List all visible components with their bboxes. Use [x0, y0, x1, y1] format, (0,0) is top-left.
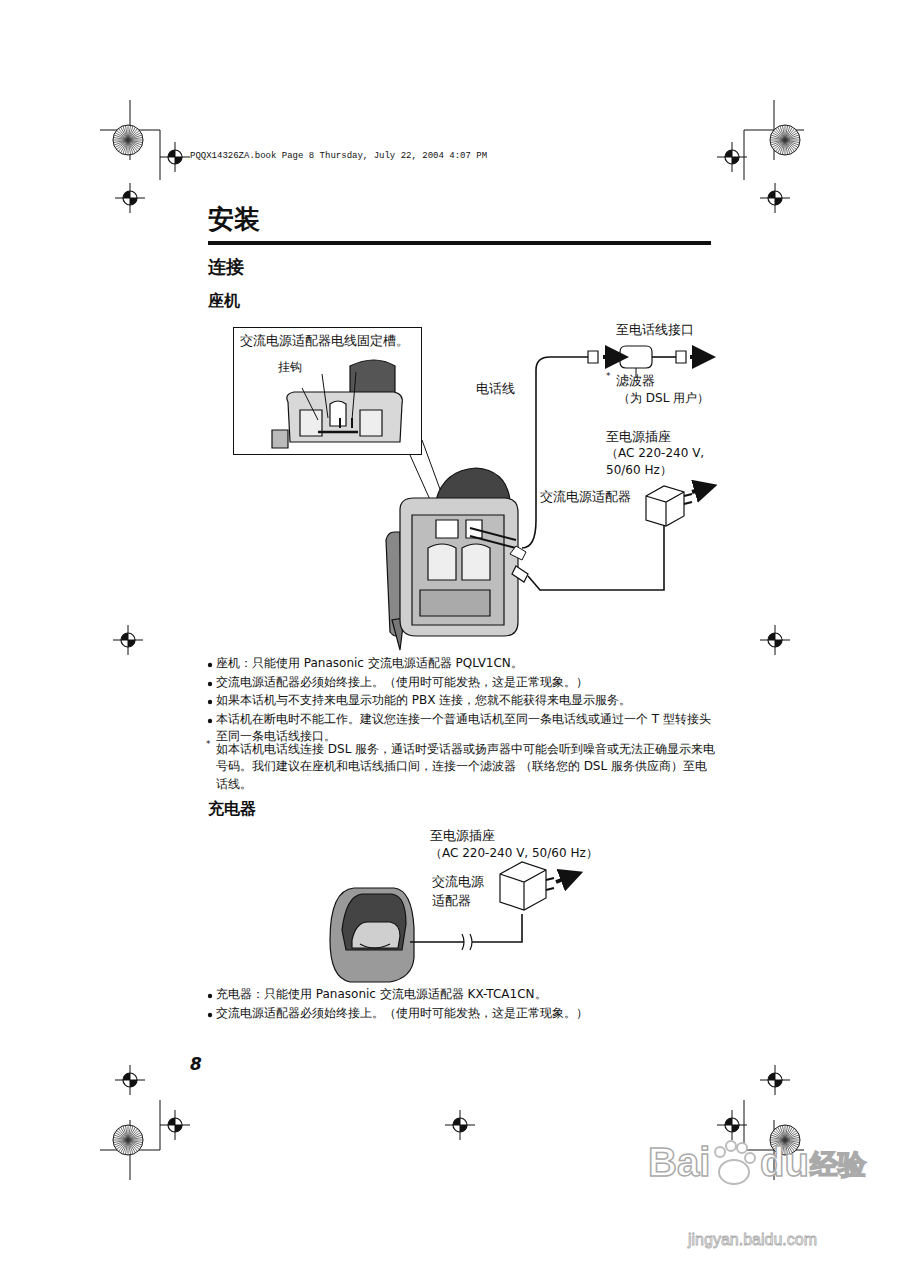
title-rule	[208, 241, 711, 245]
page-number: 8	[190, 1052, 202, 1077]
arrow	[603, 355, 617, 359]
inset-box: 交流电源适配器电线固定槽。	[233, 327, 422, 455]
watermark: 经验	[810, 1150, 866, 1181]
footnote: 如本话机电话线连接 DSL 服务，通话时受话器或扬声器中可能会听到噪音或无法正确…	[216, 741, 716, 793]
callout: 至电源插座	[606, 428, 671, 447]
specification: （AC 220-240 V, 50/60 Hz）	[430, 845, 598, 862]
subsection-heading: 座机	[208, 289, 240, 312]
ac-adapter	[512, 486, 692, 590]
note: （为 DSL 用户）	[618, 390, 709, 407]
watermark-paw	[715, 1141, 755, 1184]
charger	[330, 862, 554, 982]
bullet-note: 座机：只能使用 Panasonic 交流电源适配器 PQLV1CN。	[216, 655, 716, 672]
callout: 至电源插座	[430, 827, 495, 846]
registration-sunbursts	[113, 125, 800, 1155]
part-name: 交流电源适配器	[540, 488, 631, 507]
arrow	[556, 876, 572, 882]
bullet-note: 本话机在断电时不能工作。建议您连接一个普通电话机至同一条电话线或通过一个 T 型…	[216, 711, 716, 746]
footnote-mark: *	[206, 738, 211, 751]
bullet-note: 充电器：只能使用 Panasonic 交流电源适配器 KX-TCA1CN。	[216, 986, 716, 1003]
part-name: 交流电源 适配器	[432, 873, 494, 911]
bullet-note: 如果本话机与不支持来电显示功能的 PBX 连接，您就不能获得来电显示服务。	[216, 692, 716, 709]
crop-marks	[100, 100, 804, 1180]
watermark: du	[760, 1140, 809, 1184]
bullet-note: 交流电源适配器必须始终接上。（使用时可能发热，这是正常现象。）	[216, 674, 716, 691]
specification: （AC 220-240 V, 50/60 Hz）	[606, 445, 718, 480]
inset-illustration	[272, 360, 402, 448]
part-name: 挂钩	[278, 359, 302, 376]
arrow	[690, 355, 704, 359]
page-header: PQQX14326ZA.book Page 8 Thursday, July 2…	[190, 150, 487, 163]
watermark: Bai	[648, 1140, 710, 1184]
bullet-dots	[208, 663, 212, 1017]
watermark-url: jingyan.baidu.com	[688, 1228, 817, 1251]
section-title: 安装	[208, 204, 260, 235]
box-caption: 交流电源适配器电线固定槽。	[234, 328, 421, 354]
arrow	[692, 488, 706, 492]
part-name: 电话线	[476, 380, 515, 399]
subsection-heading: 充电器	[208, 797, 256, 820]
base-unit	[386, 468, 518, 650]
part-name: 滤波器	[616, 372, 655, 391]
section-heading: 连接	[208, 254, 244, 280]
footnote-mark: *	[606, 370, 611, 383]
callout: 至电话线接口	[616, 321, 694, 340]
registration-marks	[113, 142, 790, 1140]
bullet-note: 交流电源适配器必须始终接上。（使用时可能发热，这是正常现象。）	[216, 1005, 716, 1022]
